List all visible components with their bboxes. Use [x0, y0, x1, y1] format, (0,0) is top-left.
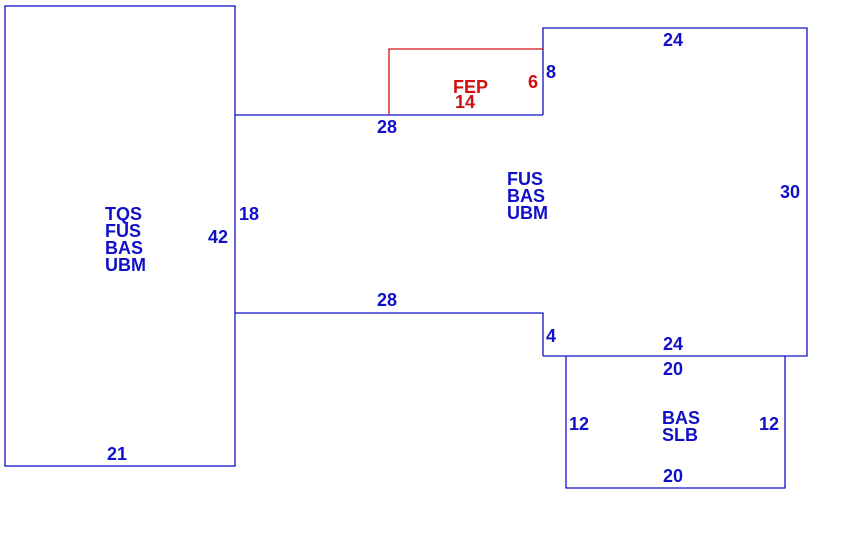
main-section-outline [542, 27, 808, 357]
main-dim-top: 24 [663, 30, 683, 50]
lower-section-outline [565, 356, 786, 489]
addition-code: FEP [453, 77, 488, 97]
lower-dim-right: 12 [759, 414, 779, 434]
main-code-3: UBM [507, 203, 548, 223]
lower-dim-bottom: 20 [663, 466, 683, 486]
left-code-2: FUS [105, 221, 141, 241]
main-code-1: FUS [507, 169, 543, 189]
lower-dim-left: 12 [569, 414, 589, 434]
left-section-outline [4, 5, 236, 467]
lower-code-1: BAS [662, 408, 700, 428]
left-code-1: TQS [105, 204, 142, 224]
left-dim-bottom: 21 [107, 444, 127, 464]
lower-dim-top: 20 [663, 359, 683, 379]
addition-dim-right: 6 [528, 72, 538, 92]
connector-bottom-wall [235, 312, 544, 356]
main-dim-bottom: 24 [663, 334, 683, 354]
addition-outline [388, 48, 543, 115]
left-code-4: UBM [105, 255, 146, 275]
main-dim-lower-left: 4 [546, 326, 556, 346]
left-code-3: BAS [105, 238, 143, 258]
addition-dim-bottom: 14 [455, 92, 475, 112]
main-dim-right: 30 [780, 182, 800, 202]
left-dim-right: 42 [208, 227, 228, 247]
connector-dim-left: 18 [239, 204, 259, 224]
main-dim-upper-left: 8 [546, 62, 556, 82]
main-code-2: BAS [507, 186, 545, 206]
connector-dim-top: 28 [377, 117, 397, 137]
lower-code-2: SLB [662, 425, 698, 445]
connector-dim-bottom: 28 [377, 290, 397, 310]
